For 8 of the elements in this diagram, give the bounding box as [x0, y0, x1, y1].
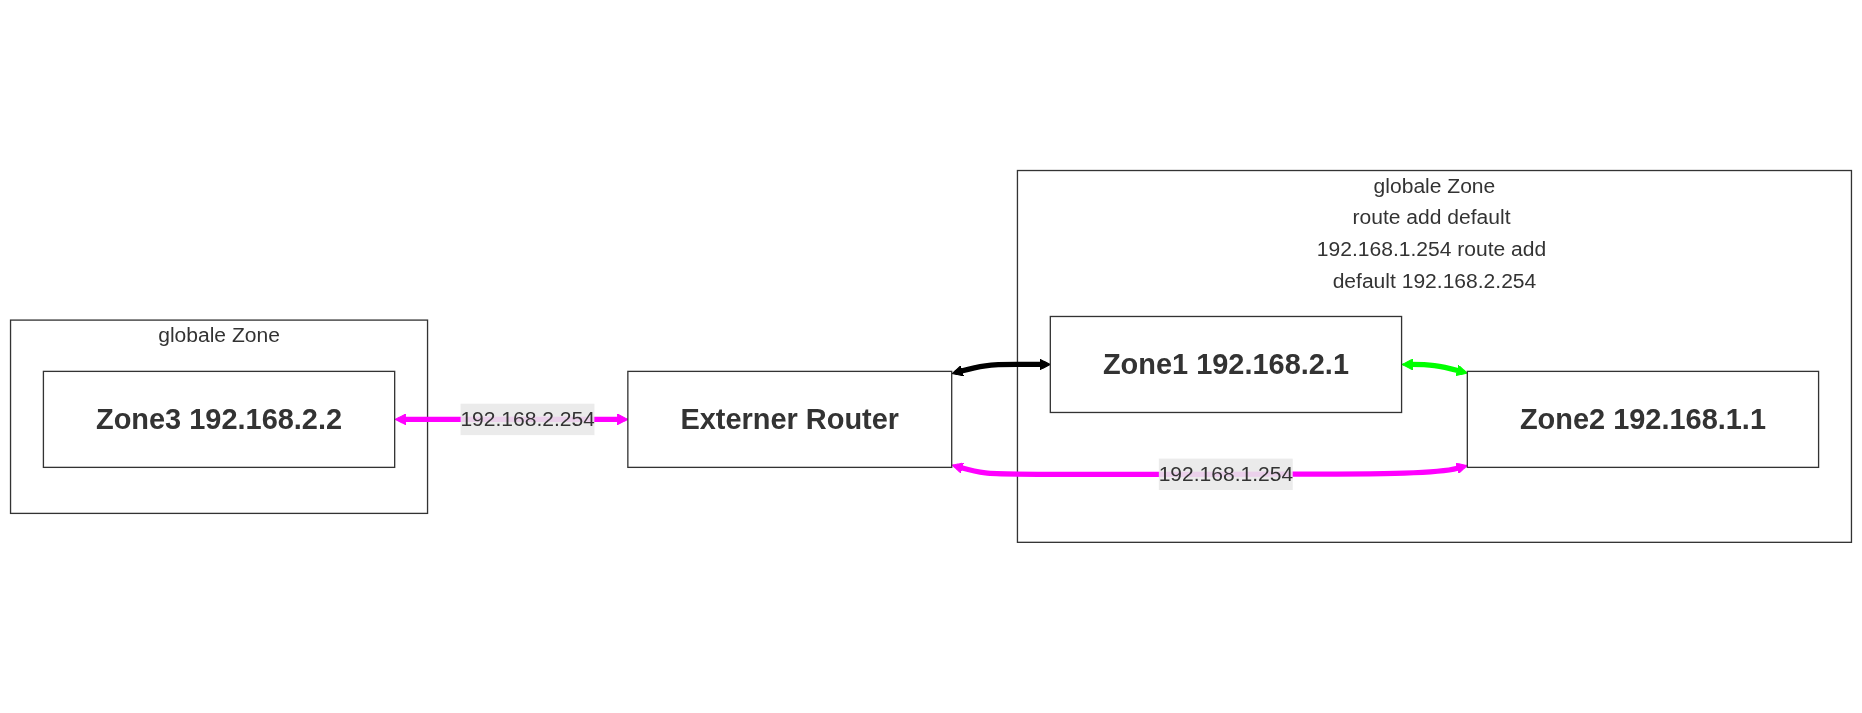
node-box: Externer Router	[627, 370, 953, 469]
arrow	[951, 358, 1051, 377]
node-box: Zone1 192.168.2.1	[1049, 315, 1403, 414]
arrow	[1401, 358, 1468, 377]
edge-label: 192.168.2.254	[460, 407, 595, 430]
edge-label: 192.168.1.254	[1158, 462, 1294, 485]
node-box: Zone2 192.168.1.1	[1466, 370, 1820, 469]
node-box: Zone3 192.168.2.2	[42, 370, 396, 469]
